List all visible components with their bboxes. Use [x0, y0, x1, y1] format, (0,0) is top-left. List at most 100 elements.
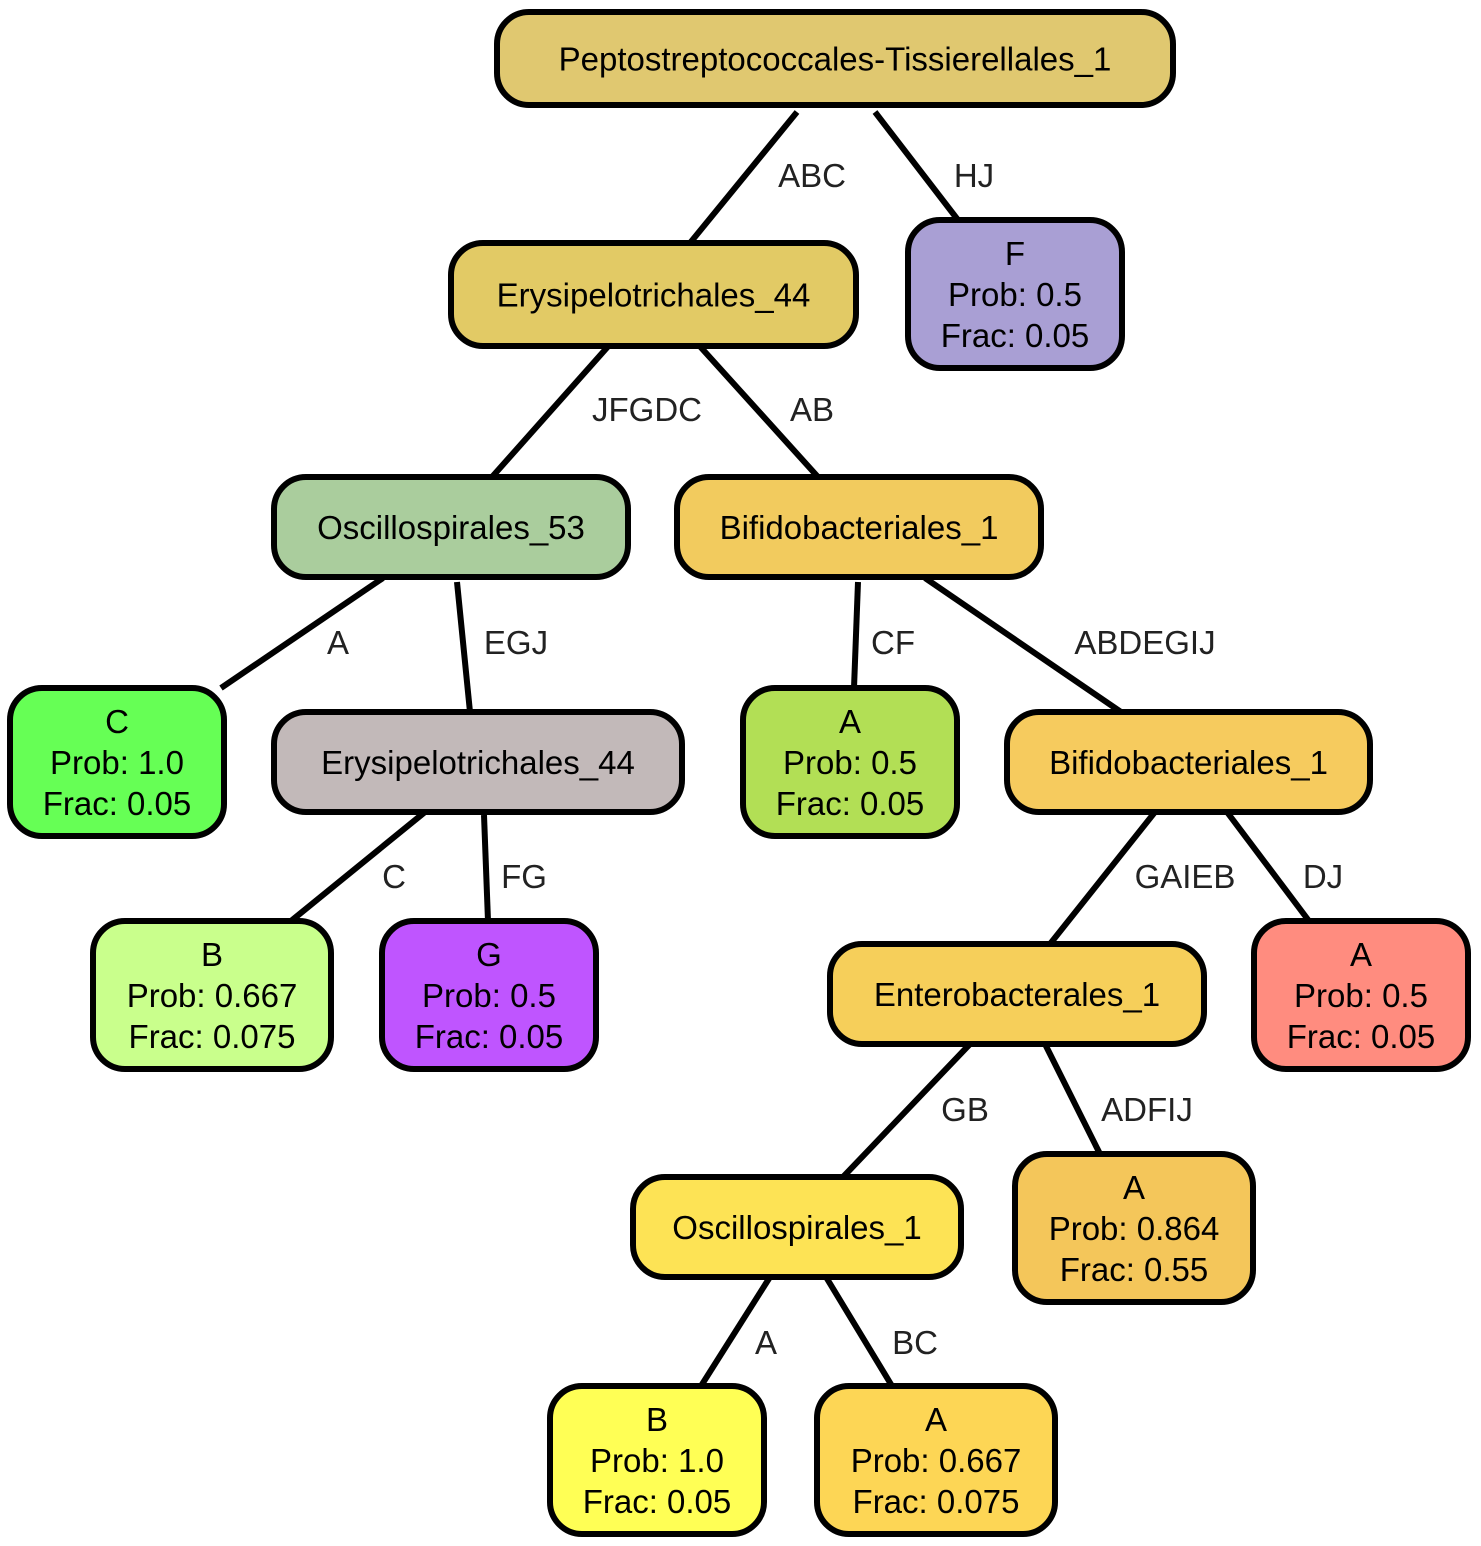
node-prob: Prob: 0.5: [1294, 977, 1428, 1014]
node-title: A: [839, 703, 861, 740]
node-layer: Peptostreptococcales-Tissierellales_1Ery…: [7, 9, 1471, 1537]
node-title: F: [1005, 235, 1025, 272]
node-frac: Frac: 0.05: [1287, 1018, 1436, 1055]
edge-line: [219, 575, 385, 691]
tree-node-internal: Bifidobacteriales_1: [674, 474, 1044, 580]
node-frac: Frac: 0.05: [415, 1018, 564, 1055]
node-title: Peptostreptococcales-Tissierellales_1: [559, 41, 1112, 78]
edge-label: CF: [871, 624, 915, 661]
node-box: [90, 918, 334, 1072]
edge-label: C: [382, 858, 406, 895]
node-box: [630, 1174, 964, 1280]
edge-label: GB: [941, 1091, 989, 1128]
edge-line: [289, 809, 427, 924]
edge-line: [823, 1275, 895, 1388]
node-title: Erysipelotrichales_44: [497, 277, 811, 314]
node-frac: Frac: 0.05: [776, 785, 925, 822]
edge-label: EGJ: [484, 624, 548, 661]
edge-line: [840, 1041, 973, 1180]
edge-line: [1047, 810, 1158, 946]
edge-label: JFGDC: [592, 391, 702, 428]
edge-line: [698, 1275, 773, 1388]
node-box: [814, 1383, 1058, 1537]
tree-node-internal: Enterobacterales_1: [827, 941, 1207, 1047]
node-prob: Prob: 0.667: [127, 977, 298, 1014]
edge-label: ABDEGIJ: [1074, 624, 1215, 661]
node-prob: Prob: 0.864: [1049, 1210, 1220, 1247]
edge-line: [1224, 810, 1312, 923]
edge-label: AB: [790, 391, 834, 428]
node-box: [7, 685, 227, 839]
node-box: [1004, 709, 1373, 815]
node-prob: Prob: 1.0: [50, 744, 184, 781]
node-prob: Prob: 0.5: [422, 977, 556, 1014]
node-box: [271, 474, 631, 580]
node-title: G: [476, 936, 502, 973]
tree-node-internal: Peptostreptococcales-Tissierellales_1: [494, 9, 1176, 108]
node-box: [494, 9, 1176, 108]
node-prob: Prob: 0.5: [783, 744, 917, 781]
node-frac: Frac: 0.05: [583, 1483, 732, 1520]
node-box: [740, 685, 960, 839]
node-title: Bifidobacteriales_1: [720, 509, 999, 546]
node-prob: Prob: 1.0: [590, 1442, 724, 1479]
edge-label: FG: [501, 858, 547, 895]
node-prob: Prob: 0.5: [948, 276, 1082, 313]
tree-node-internal: Oscillospirales_53: [271, 474, 631, 580]
node-title: Erysipelotrichales_44: [321, 744, 635, 781]
node-box: [379, 918, 599, 1072]
node-prob: Prob: 0.667: [851, 1442, 1022, 1479]
edge-line: [687, 110, 800, 245]
edge-label: BC: [892, 1324, 938, 1361]
node-title: B: [201, 936, 223, 973]
edge-label: ABC: [778, 157, 846, 194]
tree-node-internal: Bifidobacteriales_1: [1004, 709, 1373, 815]
edge-line: [693, 339, 821, 480]
node-box: [1012, 1151, 1256, 1305]
node-box: [827, 941, 1207, 1047]
node-title: Bifidobacteriales_1: [1049, 744, 1328, 781]
node-frac: Frac: 0.05: [43, 785, 192, 822]
edge-label: GAIEB: [1135, 858, 1236, 895]
tree-node-internal: Erysipelotrichales_44: [271, 709, 685, 815]
edge-line: [872, 110, 961, 222]
node-title: A: [925, 1401, 947, 1438]
edge-line: [489, 340, 615, 479]
node-box: [905, 217, 1125, 371]
node-title: A: [1350, 936, 1372, 973]
node-title: Oscillospirales_53: [317, 509, 585, 546]
node-frac: Frac: 0.55: [1060, 1251, 1209, 1288]
node-title: Enterobacterales_1: [874, 976, 1160, 1013]
edge-line: [481, 814, 491, 922]
edge-line: [923, 575, 1123, 715]
node-frac: Frac: 0.05: [941, 317, 1090, 354]
node-frac: Frac: 0.075: [853, 1483, 1020, 1520]
node-title: A: [1123, 1169, 1145, 1206]
tree-node-internal: Oscillospirales_1: [630, 1174, 964, 1280]
edge-label: A: [327, 624, 349, 661]
edge-label: A: [755, 1324, 777, 1361]
node-frac: Frac: 0.075: [129, 1018, 296, 1055]
node-title: B: [646, 1401, 668, 1438]
node-title: C: [105, 703, 129, 740]
node-box: [547, 1383, 767, 1537]
node-box: [674, 474, 1044, 580]
node-title: Oscillospirales_1: [672, 1209, 921, 1246]
tree-node-internal: Erysipelotrichales_44: [448, 240, 859, 349]
node-box: [448, 240, 859, 349]
edge-label: ADFIJ: [1101, 1091, 1193, 1128]
edge-label: DJ: [1303, 858, 1343, 895]
edge-line: [454, 581, 473, 713]
edge-label: HJ: [954, 157, 994, 194]
